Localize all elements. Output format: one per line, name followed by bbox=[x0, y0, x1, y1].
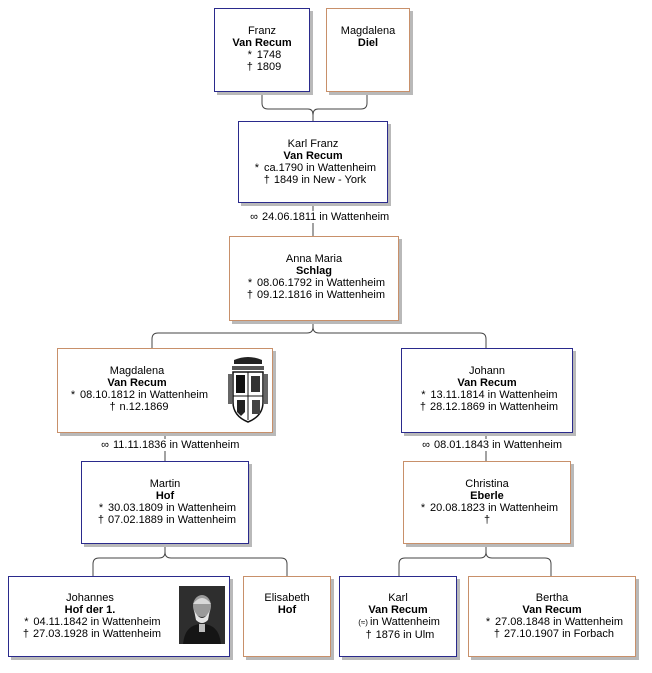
birth-symbol: * bbox=[24, 616, 29, 628]
given-name: Martin bbox=[149, 478, 181, 490]
given-name: Magdalena bbox=[340, 25, 396, 37]
person-box-martin[interactable]: Martin Hof *30.03.1809 in Wattenheim †07… bbox=[81, 461, 249, 544]
person-box-karl[interactable]: Karl Van Recum (≈)in Wattenheim †1876 in… bbox=[339, 576, 457, 657]
marriage-symbol: ∞ bbox=[422, 439, 430, 451]
surname: Van Recum bbox=[368, 604, 428, 616]
given-name: Anna Maria bbox=[285, 253, 343, 265]
connector-christina-bertha bbox=[485, 551, 552, 576]
surname: Van Recum bbox=[457, 377, 517, 389]
death-event: †1849 in New - York bbox=[239, 174, 387, 186]
baptism-symbol: (≈) bbox=[358, 618, 368, 627]
connector-franz bbox=[261, 92, 314, 121]
birth-event: *ca.1790 in Wattenheim bbox=[239, 162, 387, 174]
death-event: †09.12.1816 in Wattenheim bbox=[230, 289, 398, 301]
birth-symbol: * bbox=[247, 49, 252, 61]
death-symbol: † bbox=[109, 401, 116, 413]
marriage-label-karl-anna: ∞24.06.1811 in Wattenheim bbox=[244, 211, 392, 223]
given-name: Bertha bbox=[535, 592, 569, 604]
death-symbol: † bbox=[365, 629, 372, 641]
surname: Hof bbox=[155, 490, 175, 502]
birth-event: *08.06.1792 in Wattenheim bbox=[230, 277, 398, 289]
death-symbol: † bbox=[419, 401, 427, 413]
person-box-anna-maria[interactable]: Anna Maria Schlag *08.06.1792 in Wattenh… bbox=[229, 236, 399, 321]
birth-symbol: * bbox=[485, 616, 491, 628]
birth-symbol: * bbox=[421, 389, 426, 401]
baptism-event: (≈)in Wattenheim bbox=[340, 616, 456, 629]
death-event: †1809 bbox=[215, 61, 309, 73]
connector-anna-johann bbox=[312, 326, 487, 348]
birth-event: *1748 bbox=[215, 49, 309, 61]
marriage-symbol: ∞ bbox=[250, 211, 258, 223]
birth-symbol: * bbox=[70, 389, 76, 401]
death-symbol: † bbox=[97, 514, 105, 526]
birth-event: *20.08.1823 in Wattenheim bbox=[404, 502, 570, 514]
person-box-johannes[interactable]: Johannes Hof der 1. *04.11.1842 in Watte… bbox=[8, 576, 230, 657]
death-symbol: † bbox=[483, 514, 491, 526]
surname: Van Recum bbox=[107, 377, 167, 389]
person-box-franz[interactable]: Franz Van Recum *1748 †1809 bbox=[214, 8, 310, 92]
person-box-christina[interactable]: Christina Eberle *20.08.1823 in Wattenhe… bbox=[403, 461, 571, 544]
given-name: Magdalena bbox=[109, 365, 165, 377]
death-event: †n.12.1869 bbox=[58, 401, 216, 413]
death-symbol: † bbox=[246, 289, 254, 301]
surname: Hof der 1. bbox=[64, 604, 116, 616]
birth-symbol: * bbox=[247, 277, 253, 289]
given-name: Johannes bbox=[66, 592, 114, 604]
death-event: † bbox=[404, 514, 570, 526]
death-symbol: † bbox=[22, 628, 30, 640]
birth-event: *13.11.1814 in Wattenheim bbox=[402, 389, 572, 401]
birth-symbol: * bbox=[98, 502, 104, 514]
person-box-karl-franz[interactable]: Karl Franz Van Recum *ca.1790 in Wattenh… bbox=[238, 121, 388, 203]
portrait-photo-icon bbox=[179, 586, 225, 644]
death-event: †27.10.1907 in Forbach bbox=[469, 628, 635, 640]
surname: Hof bbox=[277, 604, 297, 616]
person-box-magdalena-diel[interactable]: Magdalena Diel bbox=[326, 8, 410, 92]
connector-anna-children bbox=[151, 321, 314, 348]
surname: Eberle bbox=[470, 490, 504, 502]
given-name: Franz bbox=[247, 25, 277, 37]
given-name: Johann bbox=[468, 365, 506, 377]
birth-event: *08.10.1812 in Wattenheim bbox=[58, 389, 216, 401]
connector-christina-karl bbox=[398, 544, 487, 576]
birth-event: *27.08.1848 in Wattenheim bbox=[469, 616, 635, 628]
connector-martin-johannes bbox=[92, 544, 166, 576]
coat-of-arms-icon bbox=[228, 357, 268, 423]
marriage-label-magdalena-martin: ∞11.11.1836 in Wattenheim bbox=[95, 439, 242, 451]
given-name: Christina bbox=[465, 478, 509, 490]
death-event: †27.03.1928 in Wattenheim bbox=[9, 628, 171, 640]
marriage-symbol: ∞ bbox=[101, 439, 109, 451]
birth-event: *30.03.1809 in Wattenheim bbox=[82, 502, 248, 514]
birth-symbol: * bbox=[420, 502, 426, 514]
death-symbol: † bbox=[246, 61, 253, 73]
person-box-elisabeth[interactable]: Elisabeth Hof bbox=[243, 576, 331, 657]
person-box-bertha[interactable]: Bertha Van Recum *27.08.1848 in Wattenhe… bbox=[468, 576, 636, 657]
death-event: †1876 in Ulm bbox=[340, 629, 456, 641]
surname: Van Recum bbox=[522, 604, 582, 616]
death-event: †28.12.1869 in Wattenheim bbox=[402, 401, 572, 413]
person-box-magdalena-van-recum[interactable]: Magdalena Van Recum *08.10.1812 in Watte… bbox=[57, 348, 273, 433]
death-symbol: † bbox=[263, 174, 270, 186]
surname: Schlag bbox=[295, 265, 333, 277]
death-symbol: † bbox=[493, 628, 501, 640]
person-box-johann[interactable]: Johann Van Recum *13.11.1814 in Wattenhe… bbox=[401, 348, 573, 433]
birth-symbol: * bbox=[254, 162, 260, 174]
surname: Van Recum bbox=[232, 37, 292, 49]
given-name: Karl Franz bbox=[287, 138, 339, 150]
given-name: Elisabeth bbox=[264, 592, 310, 604]
connector-martin-elisabeth bbox=[164, 551, 288, 576]
given-name: Karl bbox=[388, 592, 408, 604]
marriage-label-johann-christina: ∞08.01.1843 in Wattenheim bbox=[416, 439, 565, 451]
surname: Diel bbox=[357, 37, 379, 49]
birth-event: *04.11.1842 in Wattenheim bbox=[9, 616, 171, 628]
surname: Van Recum bbox=[283, 150, 343, 162]
death-event: †07.02.1889 in Wattenheim bbox=[82, 514, 248, 526]
connector-diel bbox=[312, 92, 368, 116]
